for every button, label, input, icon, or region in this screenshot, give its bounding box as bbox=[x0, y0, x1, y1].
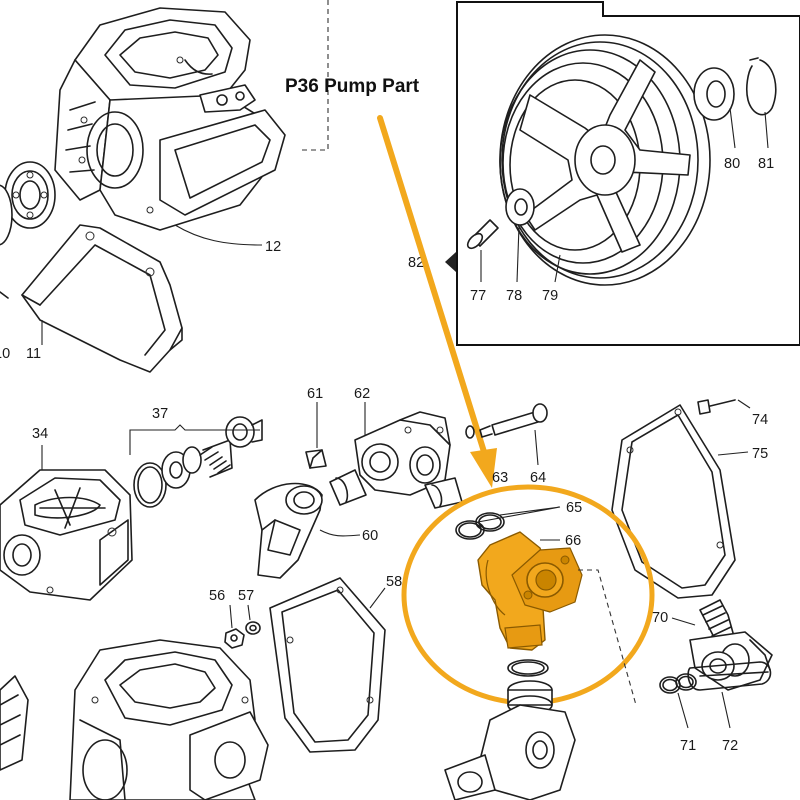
callout-66: 66 bbox=[565, 533, 581, 549]
clip-part-72 bbox=[687, 661, 772, 691]
dashed-link-upper bbox=[300, 0, 329, 151]
callout-60: 60 bbox=[362, 528, 378, 544]
callout-71: 71 bbox=[680, 738, 696, 754]
bearing-part bbox=[0, 161, 56, 246]
pulley-part-79 bbox=[499, 34, 711, 286]
callout-72: 72 bbox=[722, 738, 738, 754]
partial-part-10 bbox=[0, 291, 9, 299]
screw-part-77 bbox=[466, 219, 499, 250]
callout-58: 58 bbox=[386, 574, 402, 590]
pulley-inset-box: 77 78 79 80 81 bbox=[456, 1, 800, 346]
o-ring-part-71 bbox=[659, 673, 697, 694]
callout-34: 34 bbox=[32, 426, 48, 442]
leader-12 bbox=[174, 224, 263, 246]
valve-body-part-34 bbox=[0, 469, 133, 601]
callout-75: 75 bbox=[752, 446, 768, 462]
callout-81: 81 bbox=[758, 156, 774, 172]
callout-64: 64 bbox=[530, 470, 546, 486]
callout-82: 82 bbox=[408, 255, 424, 271]
o-ring-part-65 bbox=[455, 512, 505, 540]
lower-left-bearing bbox=[0, 675, 29, 771]
lower-pump-housing bbox=[69, 639, 269, 800]
callout-70: 70 bbox=[652, 610, 668, 626]
highlight-arrow bbox=[377, 115, 497, 488]
washer-part-78 bbox=[505, 188, 535, 226]
pump-housing-part-12 bbox=[54, 7, 286, 231]
callout-77: 77 bbox=[470, 288, 486, 304]
callout-61: 61 bbox=[307, 386, 323, 402]
lower-manifold bbox=[444, 659, 576, 800]
callout-79: 79 bbox=[542, 288, 558, 304]
callout-11: 11 bbox=[26, 346, 41, 362]
inset-pointer-icon bbox=[445, 252, 456, 272]
callout-62: 62 bbox=[354, 386, 370, 402]
callout-57: 57 bbox=[238, 588, 254, 604]
callout-63: 63 bbox=[492, 470, 508, 486]
plug-part-61 bbox=[305, 449, 327, 469]
gasket-part-58 bbox=[269, 577, 386, 753]
callout-78: 78 bbox=[506, 288, 522, 304]
callout-10: 10 bbox=[0, 346, 10, 362]
dashed-link-70 bbox=[578, 569, 637, 706]
callout-56: 56 bbox=[209, 588, 225, 604]
callout-74: 74 bbox=[752, 412, 768, 428]
callout-65: 65 bbox=[566, 500, 582, 516]
valve-assembly-part-37 bbox=[133, 416, 263, 508]
circlip-part-81 bbox=[745, 57, 777, 116]
callout-12: 12 bbox=[265, 239, 281, 255]
diagram-title: P36 Pump Part bbox=[285, 76, 420, 97]
manifold-part-62 bbox=[329, 411, 463, 509]
callout-80: 80 bbox=[724, 156, 740, 172]
bracket-part-11 bbox=[21, 224, 183, 373]
washer-part-80 bbox=[693, 67, 735, 121]
nut-part-56 bbox=[224, 628, 245, 649]
gasket-part-75 bbox=[611, 404, 736, 599]
highlighted-part-66 bbox=[477, 531, 583, 651]
callout-37: 37 bbox=[152, 406, 168, 422]
screw-part-74 bbox=[697, 399, 736, 415]
bolt-part-64 bbox=[465, 403, 548, 439]
washer-part-57 bbox=[245, 621, 261, 635]
elbow-part-60 bbox=[254, 482, 323, 579]
